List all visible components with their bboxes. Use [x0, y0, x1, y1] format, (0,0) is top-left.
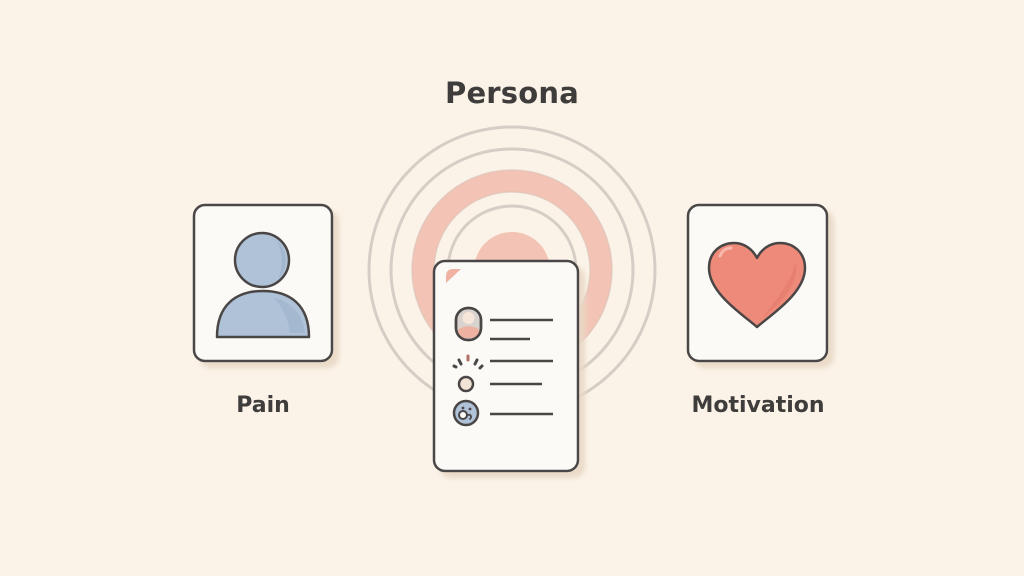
face-portrait-icon — [454, 306, 483, 342]
diagram-title: Persona — [444, 76, 580, 110]
motivation-label: Motivation — [691, 393, 825, 418]
pain-label: Pain — [236, 393, 290, 418]
surprised-face-icon — [452, 399, 480, 427]
heart-icon — [707, 241, 807, 329]
spark-burst-icon — [452, 354, 484, 370]
small-circle-icon — [457, 375, 475, 393]
document-corner-accent — [446, 269, 461, 283]
user-avatar-icon — [215, 231, 311, 339]
